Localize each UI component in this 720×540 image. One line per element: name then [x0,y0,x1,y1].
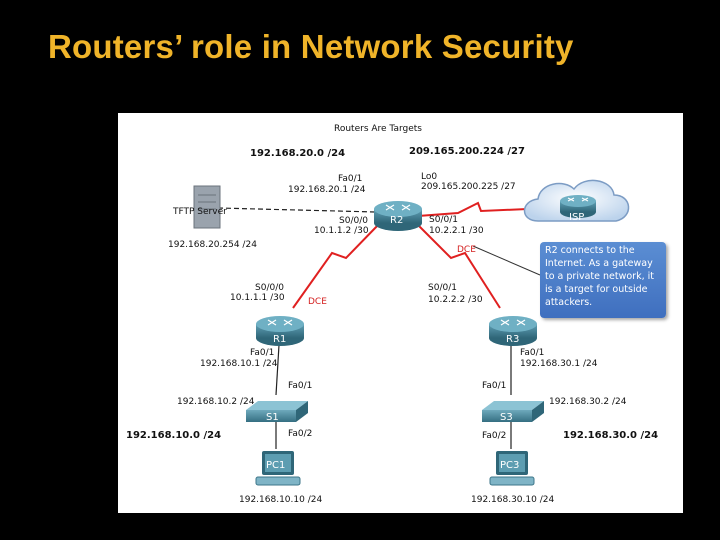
r1-fa01-ip-label: 192.168.10.1 /24 [200,359,278,369]
switch-s3-icon [482,401,544,422]
link-r2-r1 [292,222,381,309]
r2-s000-label: S0/0/0 [339,216,368,226]
pc1-ip-label: 192.168.10.10 /24 [239,495,322,505]
slide-title: Routers’ role in Network Security [48,28,574,65]
router-r1-icon [256,316,304,346]
network-label-isp-link: 209.165.200.224 /27 [409,146,525,157]
r3-s001-ip-label: 10.2.2.2 /30 [428,295,483,305]
tftp-server-icon [193,185,221,229]
network-label-lan-r3: 192.168.30.0 /24 [563,430,658,441]
r2-fa01-ip-label: 192.168.20.1 /24 [288,185,366,195]
s3-fa02-label: Fa0/2 [482,431,506,441]
diagram-title: Routers Are Targets [334,124,422,134]
s3-fa01-label: Fa0/1 [482,381,506,391]
router-r2-label: R2 [390,215,403,226]
link-r1-s1 [275,344,280,396]
tftp-server-label: TFTP Server [172,207,227,217]
switch-s1-label: S1 [266,412,279,423]
callout-pointer [472,245,541,276]
r1-dce-label: DCE [308,297,327,307]
link-r2-isp [417,201,551,217]
r1-s000-label: S0/0/0 [255,283,284,293]
r2-s001-ip-label: 10.2.2.1 /30 [429,226,484,236]
router-r2-icon [374,201,422,231]
r2-dce-label: DCE [457,245,476,255]
r2-s000-ip-label: 10.1.1.2 /30 [314,226,369,236]
router-r3-icon [489,316,537,346]
pc3-icon [489,451,535,486]
s3-ip-label: 192.168.30.2 /24 [549,397,627,407]
router-r3-label: R3 [506,334,519,345]
s1-fa02-label: Fa0/2 [288,429,312,439]
pc1-label: PC1 [266,460,285,471]
router-r1-label: R1 [273,334,286,345]
link-tftp-r2 [217,207,377,213]
r1-s000-ip-label: 10.1.1.1 /30 [230,293,285,303]
switch-s1-icon [246,401,308,422]
isp-cloud-icon [523,179,630,222]
r3-fa01-label: Fa0/1 [520,348,544,358]
r1-fa01-label: Fa0/1 [250,348,274,358]
callout-box: R2 connects to the Internet. As a gatewa… [540,242,666,318]
pc3-ip-label: 192.168.30.10 /24 [471,495,554,505]
pc1-icon [255,451,301,486]
switch-s3-label: S3 [500,412,513,423]
network-diagram: Routers Are Targets TFTP Server ISP [118,113,683,513]
pc3-label: PC3 [500,460,519,471]
r2-fa01-label: Fa0/1 [338,174,362,184]
isp-label: ISP [569,212,584,223]
r2-s001-label: S0/0/1 [429,215,458,225]
r3-fa01-ip-label: 192.168.30.1 /24 [520,359,598,369]
network-label-lan-r1: 192.168.10.0 /24 [126,430,221,441]
link-r2-r3 [415,222,501,309]
r3-s001-label: S0/0/1 [428,283,457,293]
tftp-ip-label: 192.168.20.254 /24 [168,240,257,250]
s1-ip-label: 192.168.10.2 /24 [177,397,255,407]
r2-lo0-label: Lo0 [421,172,437,182]
r2-lo0-ip-label: 209.165.200.225 /27 [421,182,516,192]
network-label-lan-r2: 192.168.20.0 /24 [250,148,345,159]
s1-fa01-label: Fa0/1 [288,381,312,391]
